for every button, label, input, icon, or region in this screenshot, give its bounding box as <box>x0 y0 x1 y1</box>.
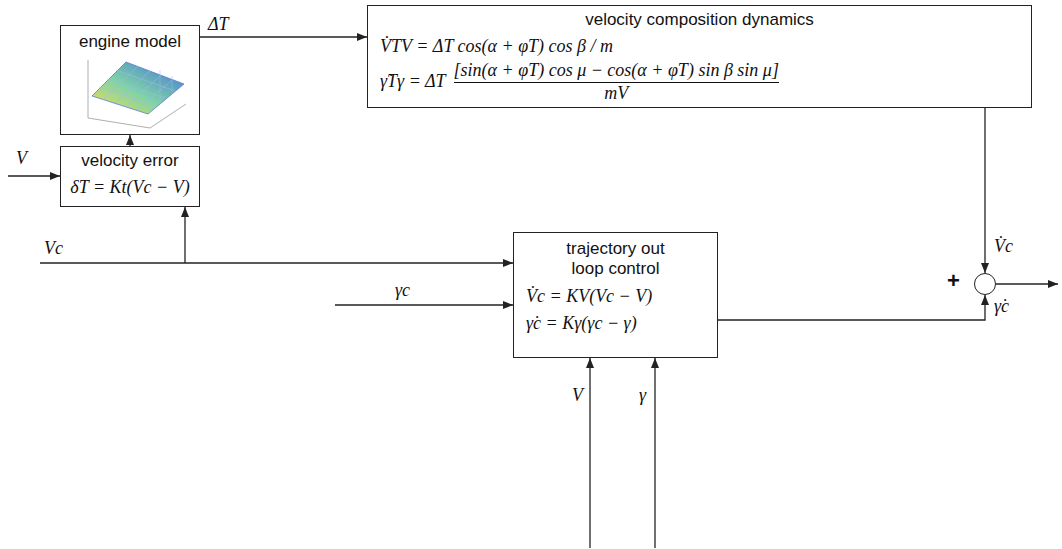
signal-name: γ <box>639 385 646 406</box>
engine-model-box: engine model <box>60 25 200 135</box>
summing-junction: + <box>974 273 996 295</box>
edge-label: ΔT <box>206 14 231 35</box>
fraction: [sin(α + φT) cos μ − cos(α + φT) sin β s… <box>454 60 779 104</box>
equation: V̇c = KV(Vc − V) <box>526 286 705 308</box>
control-box: trajectory out loop controlV̇c = KV(Vc −… <box>513 232 718 358</box>
box-heading: engine model <box>67 32 193 52</box>
box-heading: trajectory out loop control <box>548 239 683 280</box>
equation: γ̇c = Kγ(γc − γ) <box>526 313 705 335</box>
signal-arrow <box>200 36 367 37</box>
dynamics-box: velocity composition dynamicsV̇TV = ΔT c… <box>367 5 1032 108</box>
branch-wire <box>184 207 185 263</box>
equation: δT = Kt(Vc − V) <box>67 177 193 199</box>
signal-name: V <box>572 385 583 406</box>
signal-name: V <box>16 148 27 169</box>
numerator: [sin(α + φT) cos μ − cos(α + φT) sin β s… <box>454 60 779 82</box>
signal-arrow <box>718 295 985 320</box>
equation: γ̇Tγ = ΔT <box>380 71 446 93</box>
equation: V̇TV = ΔT cos(α + φT) cos β / m <box>380 36 1019 58</box>
engine-map-plot <box>88 60 186 128</box>
box-heading: velocity error <box>67 151 193 171</box>
signal-name: Vc <box>44 238 63 259</box>
output-wire <box>996 283 1058 284</box>
signal-name: γc <box>395 280 410 301</box>
input-wire <box>8 175 60 176</box>
input-wire <box>654 358 655 548</box>
input-wire <box>589 358 590 548</box>
velocity-error-box: velocity error δT = Kt(Vc − V) <box>60 146 200 207</box>
signal-arrow <box>984 108 985 273</box>
box-heading: velocity composition dynamics <box>380 10 1019 30</box>
denominator: mV <box>454 82 779 105</box>
signal-name: γ̇c <box>994 296 1009 317</box>
signal-name: V̇c <box>994 236 1013 257</box>
equation-row: γ̇Tγ = ΔT [sin(α + φT) cos μ − cos(α + φT… <box>380 60 1019 104</box>
signal-arrow <box>129 135 130 146</box>
input-wire <box>335 304 513 305</box>
sign-label: + <box>947 270 960 292</box>
input-wire <box>40 262 513 263</box>
